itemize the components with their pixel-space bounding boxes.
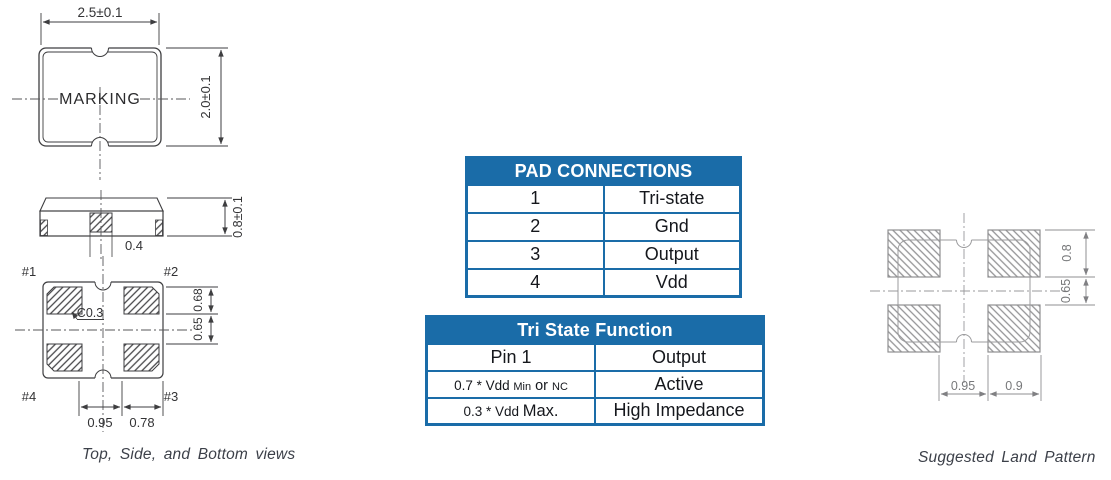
pad-width-dim-label: 0.78 (129, 415, 154, 430)
side-pad-projection-lines (89, 232, 113, 257)
land-pad-height-dim-label: 0.8 (1060, 244, 1074, 261)
land-pad-gap-dim-label: 0.65 (1059, 279, 1073, 303)
tri-state-condition: 0.3 * Vdd Max. (425, 396, 596, 426)
tri-state-output: High Impedance (594, 396, 765, 426)
bottom-view-pads (46, 286, 160, 372)
tri-state-title: Tri State Function (425, 315, 765, 345)
table-row: 1 Tri-state (465, 183, 742, 214)
land-pad-span-dim-label: 0.95 (951, 379, 975, 393)
top-notch (91, 47, 109, 57)
pad-number: 1 (465, 183, 605, 214)
top-view-width-dim-label: 2.5±0.1 (78, 5, 123, 20)
land-pad-width-dim-label: 0.9 (1005, 379, 1022, 393)
bottom-view-centerlines (15, 256, 192, 432)
pad-connections-title: PAD CONNECTIONS (465, 156, 742, 186)
condition-min: Min (513, 380, 532, 393)
pad-number: 2 (465, 211, 605, 242)
top-notch-mask (91, 39, 109, 56)
condition-main: 0.3 * Vdd (463, 404, 523, 420)
pad-function: Tri-state (602, 183, 742, 214)
pad-function: Gnd (602, 211, 742, 242)
pad-3 (123, 343, 160, 372)
top-view-centerlines (12, 87, 190, 180)
condition-main: 0.7 * Vdd (454, 377, 514, 393)
bottom-right-extension-lines (166, 286, 218, 345)
side-right-castellation (155, 219, 163, 236)
chamfer-leader-line (71, 311, 79, 320)
pad-4 (46, 343, 83, 372)
top-view: 2.5±0.1 MARKING 2.0±0.1 (12, 5, 228, 180)
land-pad-2 (987, 229, 1041, 278)
side-height-extension-lines (167, 197, 232, 237)
pad-function: Output (602, 239, 742, 270)
land-pattern-caption: Suggested Land Pattern (918, 449, 1096, 466)
table-row: 4 Vdd (465, 267, 742, 298)
pin-column-header: Pin 1 (425, 342, 596, 372)
condition-max: Max. (522, 402, 559, 421)
pad-gap-dim-label: 0.65 (191, 317, 205, 341)
land-bottom-extension-lines (938, 355, 1042, 401)
pad2-label: #2 (164, 264, 178, 279)
side-height-dim-label: 0.8±0.1 (231, 196, 245, 238)
pad-span-dim-label: 0.95 (87, 415, 112, 430)
pad-number: 3 (465, 239, 605, 270)
bottom-lower-extension-lines (78, 381, 164, 416)
marking-label: MARKING (59, 91, 141, 108)
pad3-label: #3 (164, 389, 178, 404)
bottom-view-top-notch (94, 281, 112, 291)
table-row: 3 Output (465, 239, 742, 270)
tri-state-condition: 0.7 * Vdd Min or NC (425, 369, 596, 399)
land-pad-4 (887, 304, 941, 353)
side-left-castellation (40, 219, 48, 236)
tri-state-columns-row: Pin 1 Output (425, 342, 765, 372)
pad4-label: #4 (22, 389, 36, 404)
land-pad-3 (987, 304, 1041, 353)
pad-height-dim-label: 0.68 (191, 288, 205, 312)
condition-or: or (531, 377, 553, 394)
views-caption: Top, Side, and Bottom views (82, 446, 296, 463)
table-row: 0.7 * Vdd Min or NC Active (425, 369, 765, 399)
pad1-label: #1 (22, 264, 36, 279)
tri-state-table: Tri State Function Pin 1 Output 0.7 * Vd… (425, 315, 765, 426)
side-view-lid (39, 197, 164, 212)
bottom-view: #1 #2 #4 #3 C0.3 (15, 256, 218, 432)
pad-number: 4 (465, 267, 605, 298)
table-row: 2 Gnd (465, 211, 742, 242)
land-centerlines (870, 213, 1068, 383)
tri-state-header-row: Tri State Function (425, 315, 765, 345)
condition-nc: NC (552, 380, 568, 393)
top-view-height-extension-lines (166, 47, 228, 147)
side-pad-dim-label: 0.4 (125, 238, 143, 253)
output-column-header: Output (594, 342, 765, 372)
land-pad-1 (887, 229, 941, 278)
package-views-drawing: 2.5±0.1 MARKING 2.0±0.1 (12, 5, 245, 432)
land-pads (887, 229, 1041, 353)
land-right-extension-lines (1045, 229, 1095, 306)
chamfer-dim-label: C0.3 (77, 306, 103, 320)
land-pattern-drawing: 0.8 0.65 0.95 0.9 (870, 213, 1095, 401)
side-view: 0.4 0.8±0.1 (39, 190, 245, 262)
pad-connections-table: PAD CONNECTIONS 1 Tri-state 2 Gnd 3 Outp… (465, 156, 742, 298)
top-view-width-extension-lines (40, 13, 160, 45)
top-view-height-dim-label: 2.0±0.1 (198, 75, 213, 118)
tri-state-output: Active (594, 369, 765, 399)
pad-1 (46, 286, 83, 315)
pad-connections-header-row: PAD CONNECTIONS (465, 156, 742, 186)
pad-2 (123, 286, 160, 315)
pad-function: Vdd (602, 267, 742, 298)
land-top-notch (956, 239, 972, 248)
table-row: 0.3 * Vdd Max. High Impedance (425, 396, 765, 426)
